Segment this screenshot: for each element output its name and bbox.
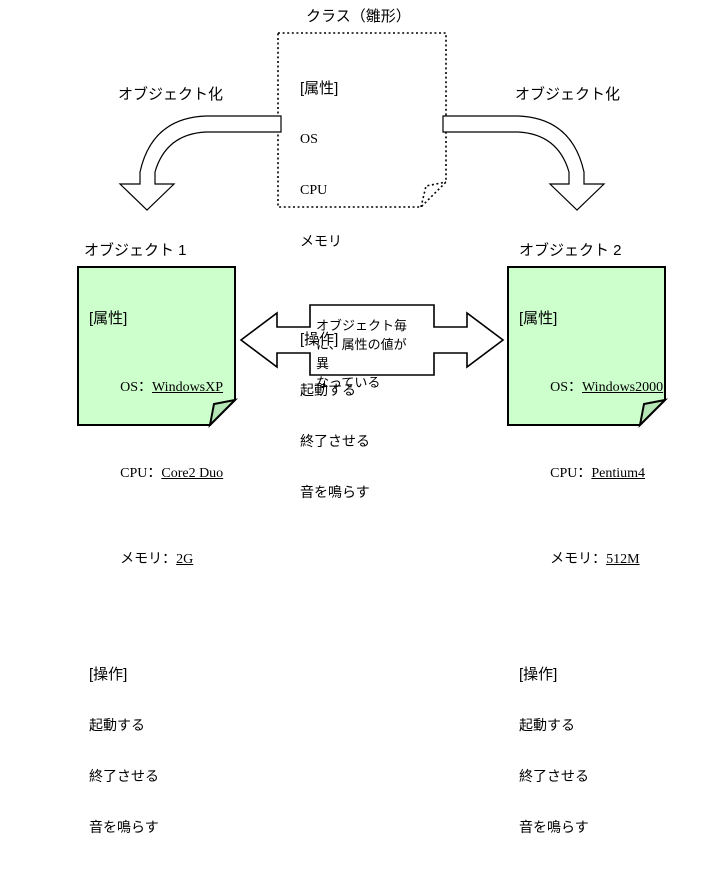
object-1-attribute-cpu-name: CPU: [120, 466, 148, 481]
object-1-operations-header: [操作]: [89, 666, 128, 683]
diagram-canvas: クラス（雛形） [属性] OS CPU メモリ [操作] 起動する 終了させる …: [77, 8, 669, 835]
class-attribute-cpu: CPU: [300, 183, 328, 198]
object-1-attribute-os-sep: ：: [138, 378, 153, 394]
class-attributes-header: [属性]: [300, 80, 339, 97]
class-operation-sound: 音を鳴らす: [300, 484, 370, 500]
object-1-attribute-os-value: WindowsXP: [152, 380, 224, 395]
diagram-shapes-layer: [77, 32, 669, 429]
object-1-operation-start: 起動する: [89, 717, 145, 733]
object-1-attribute-cpu-value: Core2 Duo: [161, 466, 224, 481]
object-2-text: [属性] OS：Windows2000 CPU：Pentium4 メモリ：512…: [519, 276, 663, 870]
object-1-attribute-memory-sep: ：: [162, 550, 177, 566]
center-note-line-3: なっている: [316, 375, 381, 390]
objectify-right-label: オブジェクト化: [515, 86, 621, 103]
object-2-operations-header: [操作]: [519, 666, 558, 683]
object-2-operation-start: 起動する: [519, 717, 575, 733]
object-2-attribute-cpu-value: Pentium4: [591, 466, 646, 481]
objectify-left-label: オブジェクト化: [118, 86, 224, 103]
object-2-attribute-os-sep: ：: [568, 378, 583, 394]
class-operation-stop: 終了させる: [300, 433, 370, 449]
objectify-arrow-left: [118, 115, 282, 211]
class-attribute-os: OS: [300, 132, 318, 147]
object-2-operation-sound: 音を鳴らす: [519, 819, 589, 835]
class-template-text: [属性] OS CPU メモリ [操作] 起動する 終了させる 音を鳴らす: [300, 46, 370, 535]
object-2-attribute-cpu-sep: ：: [577, 464, 592, 480]
object-1-attribute-memory: メモリ：2G: [89, 533, 223, 585]
object-1-fold-shape: [208, 398, 239, 429]
object-1-attribute-os-name: OS: [120, 380, 139, 395]
object-1-attribute-cpu: CPU：Core2 Duo: [89, 447, 223, 499]
object-1-box: [属性] OS：WindowsXP CPU：Core2 Duo メモリ：2G […: [78, 267, 235, 835]
object-1-attribute-memory-value: 2G: [176, 552, 194, 567]
object-2-attribute-memory-sep: ：: [592, 550, 607, 566]
object-1-attributes-header: [属性]: [89, 310, 128, 327]
object-1-title: オブジェクト 1: [84, 242, 187, 259]
object-2-attribute-memory-name: メモリ: [550, 550, 593, 566]
objectify-arrow-right: [442, 115, 606, 211]
object-2-operation-stop: 終了させる: [519, 768, 589, 784]
object-2-attribute-memory: メモリ：512M: [519, 533, 663, 585]
object-1-text: [属性] OS：WindowsXP CPU：Core2 Duo メモリ：2G […: [89, 276, 223, 870]
object-2-attribute-cpu-name: CPU: [550, 466, 578, 481]
class-attribute-memory: メモリ: [300, 233, 342, 249]
center-note-line-2: に、属性の値が異: [316, 337, 407, 371]
object-2-attribute-cpu: CPU：Pentium4: [519, 447, 663, 499]
center-double-arrow-shape: [239, 304, 505, 376]
object-2-title: オブジェクト 2: [519, 242, 622, 259]
center-note-text: オブジェクト毎 に、属性の値が異 なっている: [316, 316, 412, 392]
object-2-fold-shape: [638, 398, 669, 429]
object-2-attribute-os-value: Windows2000: [582, 380, 664, 395]
class-template-box: [属性] OS CPU メモリ [操作] 起動する 終了させる 音を鳴らす: [278, 33, 446, 500]
object-2-box: [属性] OS：Windows2000 CPU：Pentium4 メモリ：512…: [508, 267, 665, 835]
object-2-attribute-os: OS：Windows2000: [519, 361, 663, 413]
object-2-attribute-os-name: OS: [550, 380, 569, 395]
object-1-attribute-os: OS：WindowsXP: [89, 361, 223, 413]
object-1-operation-sound: 音を鳴らす: [89, 819, 159, 835]
class-operation-start: 起動する: [300, 382, 356, 398]
object-1-attribute-memory-name: メモリ: [120, 550, 163, 566]
class-spacer: [300, 284, 370, 297]
class-template-box-shape: [277, 32, 447, 208]
object-2-spacer: [519, 619, 663, 632]
object-2-attribute-memory-value: 512M: [606, 552, 640, 567]
object-1-operation-stop: 終了させる: [89, 768, 159, 784]
object-2-attributes-header: [属性]: [519, 310, 558, 327]
class-operations-header: [操作]: [300, 331, 339, 348]
object-1-attribute-cpu-sep: ：: [147, 464, 162, 480]
center-note-line-1: オブジェクト毎: [316, 318, 408, 333]
class-template-title: クラス（雛形）: [306, 8, 411, 25]
object-1-spacer: [89, 619, 223, 632]
